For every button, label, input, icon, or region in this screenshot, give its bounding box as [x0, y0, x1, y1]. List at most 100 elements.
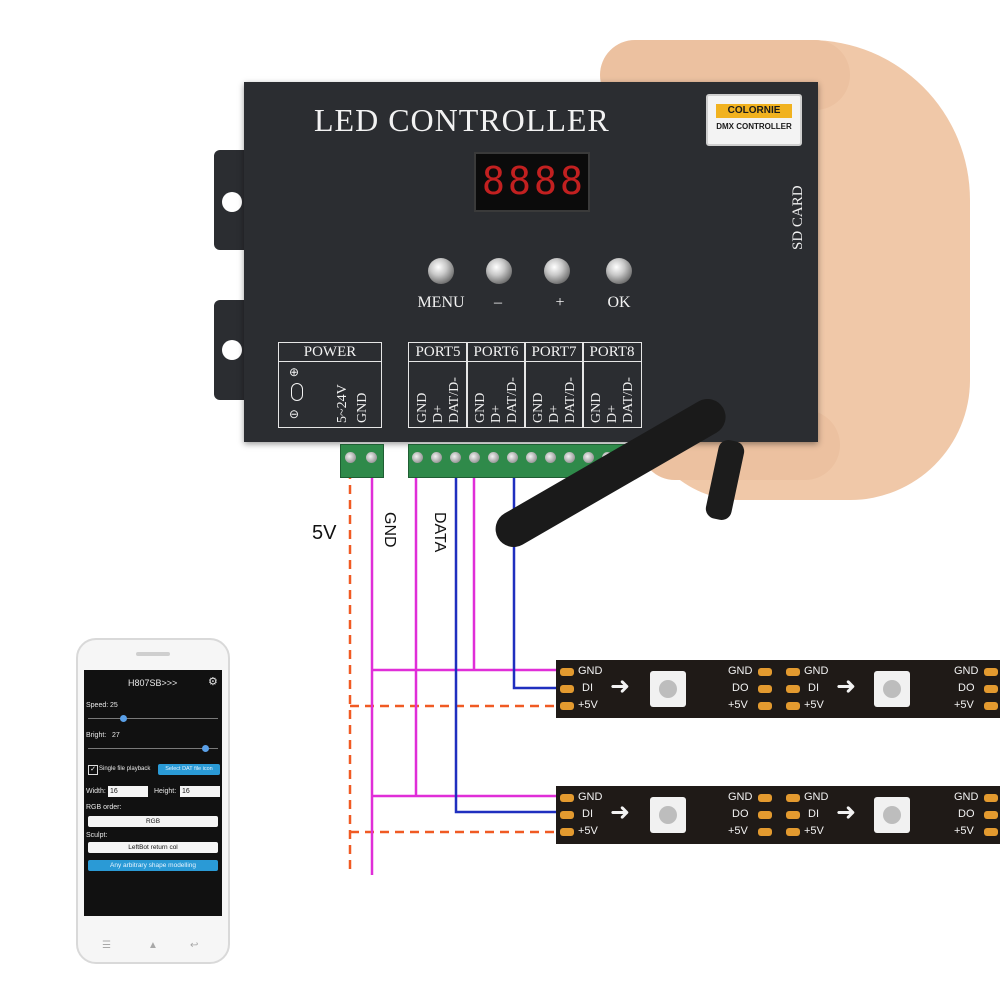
mount-hole [222, 192, 242, 212]
speed-slider-knob[interactable] [120, 715, 127, 722]
terminal-screw [507, 452, 518, 463]
pin-label: D+ [605, 404, 620, 423]
speed-value: 25 [110, 702, 118, 709]
strip-pin-5v: +5V [804, 825, 824, 837]
pad [560, 685, 574, 693]
plus-symbol: ⊕ [289, 365, 300, 379]
menu-label: MENU [417, 294, 465, 311]
led-chip [874, 671, 910, 707]
5v-wire-label: 5V [312, 522, 337, 544]
select-file-button[interactable]: Select DAT file icon [158, 764, 220, 775]
led-chip [874, 797, 910, 833]
port8-panel: PORT8 GND D+ DAT/D- [582, 342, 642, 428]
wire-5v [348, 470, 556, 875]
strip-pin-do: DO [732, 808, 749, 820]
menu-button[interactable] [428, 258, 454, 284]
rgb-order-label: RGB order: [86, 804, 122, 811]
strip-pin-5v: +5V [578, 825, 598, 837]
pad [758, 811, 772, 819]
pad [984, 811, 998, 819]
arrow-icon: ➜ [836, 673, 857, 700]
strip-pin-do: DO [958, 808, 975, 820]
pad [758, 794, 772, 802]
strip-pin-do: DO [732, 682, 749, 694]
bright-slider-knob[interactable] [202, 745, 209, 752]
port7-header: PORT7 [525, 343, 583, 362]
dc-jack-icon [291, 383, 303, 401]
strip-pin-5v: +5V [728, 825, 748, 837]
speed-label: Speed: [86, 702, 109, 709]
pad [786, 811, 800, 819]
speed-slider[interactable] [88, 718, 218, 719]
pad [786, 828, 800, 836]
port5-header: PORT5 [409, 343, 467, 362]
pad [560, 828, 574, 836]
terminal-screw [564, 452, 575, 463]
pin-label: GND [473, 392, 488, 423]
plus-button[interactable] [544, 258, 570, 284]
pad [984, 828, 998, 836]
pin-label: D+ [431, 404, 446, 423]
pad [758, 685, 772, 693]
strip-pin-5v: +5V [728, 699, 748, 711]
strip-pin-di: DI [582, 682, 593, 694]
pad [560, 811, 574, 819]
single-file-checkbox[interactable]: ✓ [88, 765, 98, 775]
sculpt-select[interactable]: LeftBot return col [88, 842, 218, 853]
minus-label: – [494, 294, 502, 311]
strip-pin-gnd: GND [804, 791, 829, 803]
pin-label: D+ [547, 404, 562, 423]
rgb-order-select[interactable]: RGB [88, 816, 218, 827]
app-screen: H807SB>>> ⚙ Speed: 25 Bright: 27 ✓ Singl… [84, 670, 222, 916]
pad [786, 702, 800, 710]
strip-pin-di: DI [808, 682, 819, 694]
pad [560, 668, 574, 676]
controller-title: LED CONTROLLER [314, 102, 610, 138]
strip-pin-gnd: GND [954, 791, 979, 803]
brand-name: COLORNIE [716, 104, 792, 118]
data-wire-label: DATA [431, 512, 448, 553]
terminal-screw [488, 452, 499, 463]
home-key-icon[interactable]: ▲ [148, 940, 158, 951]
port7-panel: PORT7 GND D+ DAT/D- [524, 342, 584, 428]
led-strip: GND DI +5V ➜ GND DO +5V GND DI +5V ➜ GND… [556, 660, 1000, 718]
terminal-screw [450, 452, 461, 463]
plus-label: + [555, 294, 565, 311]
led-chip [650, 797, 686, 833]
width-input[interactable]: 16 [108, 786, 148, 797]
app-title: H807SB>>> [128, 678, 178, 688]
port6-panel: PORT6 GND D+ DAT/D- [466, 342, 526, 428]
terminal-screw [366, 452, 377, 463]
pad [758, 702, 772, 710]
terminal-screw [545, 452, 556, 463]
shape-modelling-button[interactable]: Any arbitrary shape modelling [88, 860, 218, 871]
terminal-screw [526, 452, 537, 463]
settings-gear-icon[interactable]: ⚙ [208, 676, 218, 688]
strip-pin-5v: +5V [954, 825, 974, 837]
wire-gnd [370, 458, 556, 875]
strip-pin-5v: +5V [804, 699, 824, 711]
terminal-screw [583, 452, 594, 463]
strip-pin-gnd: GND [728, 665, 753, 677]
pad [758, 668, 772, 676]
bright-slider[interactable] [88, 748, 218, 749]
pad [786, 668, 800, 676]
strip-pin-gnd: GND [804, 665, 829, 677]
strip-pin-gnd: GND [954, 665, 979, 677]
menu-key-icon[interactable]: ☰ [102, 940, 111, 951]
pad [984, 685, 998, 693]
led-chip [650, 671, 686, 707]
height-input[interactable]: 16 [180, 786, 220, 797]
power-header: POWER [279, 343, 381, 362]
pin-label: DAT/D- [505, 377, 520, 423]
pad [758, 828, 772, 836]
port5-panel: PORT5 GND D+ DAT/D- [408, 342, 468, 428]
port6-header: PORT6 [467, 343, 525, 362]
single-file-label: Single file playback [99, 766, 151, 772]
back-key-icon[interactable]: ↩ [190, 940, 199, 951]
brand-subtitle: DMX CONTROLLER [716, 122, 792, 131]
minus-button[interactable] [486, 258, 512, 284]
ok-button[interactable] [606, 258, 632, 284]
pad [984, 794, 998, 802]
arrow-icon: ➜ [610, 673, 631, 700]
